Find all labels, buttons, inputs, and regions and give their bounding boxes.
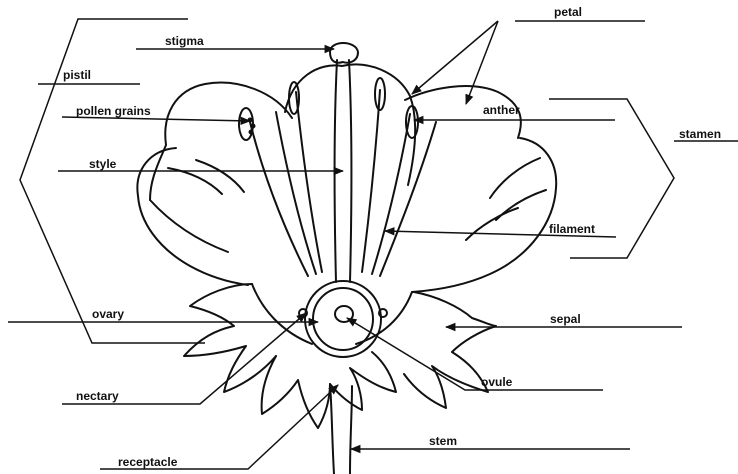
label-stamen: stamen [679, 127, 721, 141]
left-front-petal [137, 148, 248, 285]
label-ovary: ovary [92, 307, 124, 321]
label-petal: petal [554, 5, 582, 19]
ovary [305, 281, 381, 357]
filament [250, 122, 308, 276]
label-pistil: pistil [63, 68, 91, 82]
receptacle-cup [252, 284, 312, 344]
label-anther: anther [483, 103, 520, 117]
left-sepal [184, 284, 276, 392]
label-pollen-grains: pollen grains [76, 104, 151, 118]
pistil-bracket [20, 19, 205, 343]
label-sepal: sepal [550, 312, 581, 326]
label-ovule: ovule [481, 375, 512, 389]
label-nectary: nectary [76, 389, 119, 403]
left-back-petal [150, 83, 292, 200]
label-filament: filament [549, 222, 595, 236]
label-receptacle: receptacle [118, 455, 177, 469]
stem [330, 384, 334, 474]
label-style: style [89, 157, 116, 171]
bottom-sepals [262, 352, 396, 428]
label-stem: stem [429, 434, 457, 448]
leader-petal-2 [466, 21, 498, 104]
label-stigma: stigma [165, 34, 204, 48]
leader-petal-1 [412, 21, 498, 94]
stigma [330, 43, 358, 63]
